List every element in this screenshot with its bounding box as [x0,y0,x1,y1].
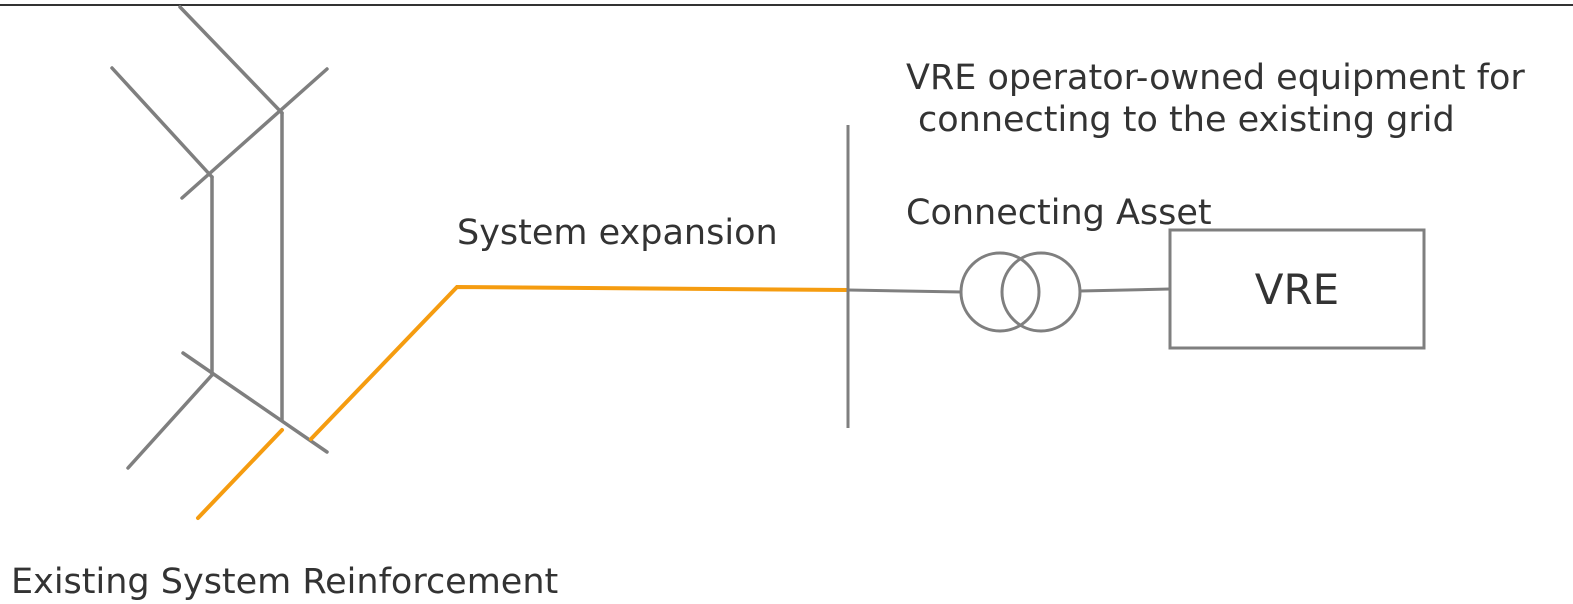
vre-equipment-label-line2: connecting to the existing grid [918,100,1455,140]
existing-grid [110,5,329,470]
transformer-to-vre-line [1079,287,1171,293]
connecting-asset-label: Connecting Asset [906,193,1212,233]
vre-label: VRE [1254,264,1340,314]
vre-box [1168,228,1426,350]
transformer-winding-right [1000,251,1082,333]
grid-line-lower-cross [181,351,329,454]
grid-line-left-diagonal [110,66,214,179]
system-expansion-line [309,284,850,441]
reinforcement-line [196,428,284,520]
bus-to-transformer-line [847,288,963,294]
grid-line-lower-left [126,373,214,470]
vre-equipment-label-line1: VRE operator-owned equipment for [906,58,1525,98]
expansion-lines [196,284,850,520]
system-expansion-label: System expansion [457,213,778,253]
transformer-winding-left [959,251,1041,333]
grid-line-cross-diagonal [180,67,329,200]
connection-equipment [846,125,1426,428]
existing-reinforcement-label: Existing System Reinforcement [11,562,559,602]
grid-line-top-diagonal [178,5,284,115]
